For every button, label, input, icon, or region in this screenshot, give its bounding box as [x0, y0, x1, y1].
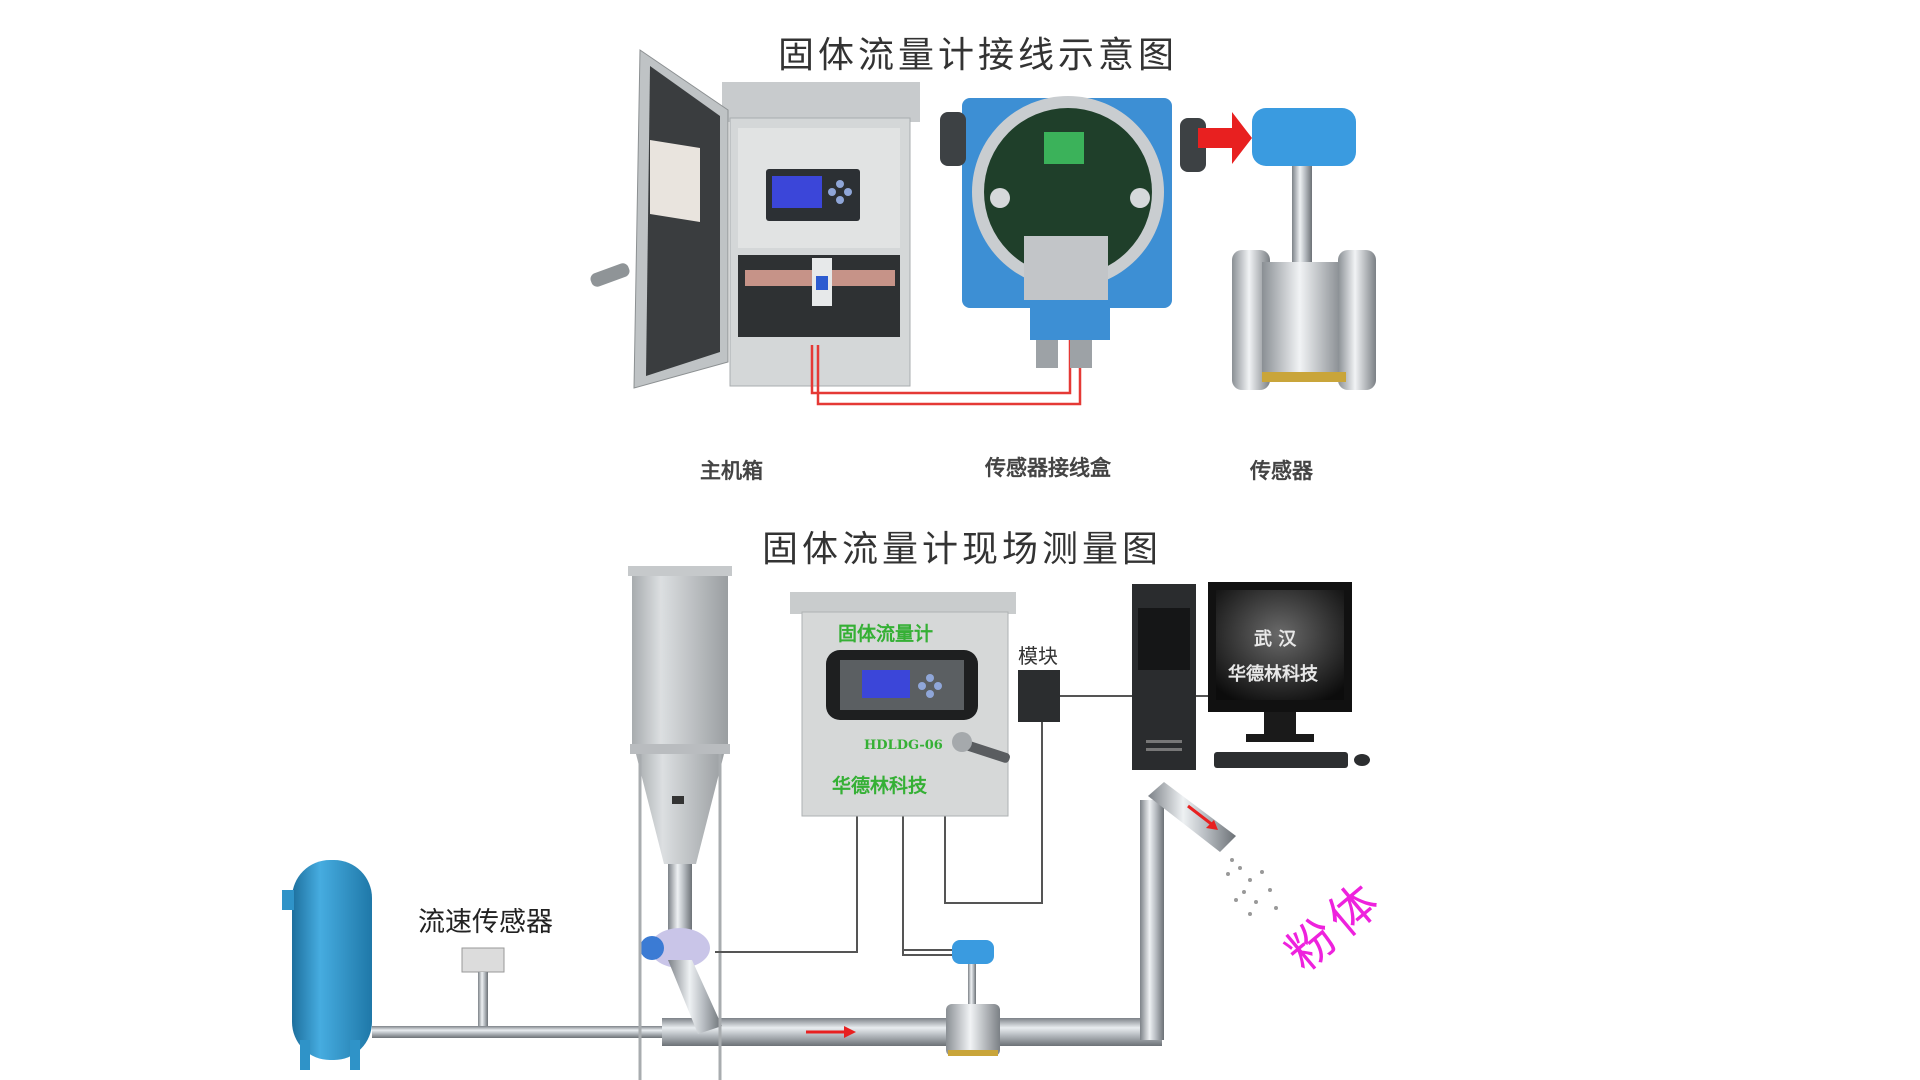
inline-flow-sensor [946, 940, 1000, 1056]
arrow-icon [1198, 112, 1252, 164]
top-diagram-title: 固体流量计接线示意图 [778, 35, 1179, 76]
module-label: 模块 [1018, 644, 1058, 668]
sensor-wire [902, 920, 952, 951]
main-cabinet-photo [590, 49, 920, 389]
cabinet-title: 固体流量计 [838, 622, 933, 645]
air-tank-photo [282, 860, 372, 1070]
velocity-sensor-photo [461, 947, 505, 1026]
monitor [1208, 582, 1370, 768]
sensor-photo [1232, 108, 1376, 390]
pc-tower [1132, 584, 1196, 770]
cabinet-model: HDLDG-06 [864, 738, 943, 753]
main-box-label: 主机箱 [700, 458, 763, 483]
flowmeter-cabinet [790, 592, 1016, 817]
powder-spray [1226, 858, 1278, 916]
monitor-line1: 武 汉 [1254, 629, 1297, 650]
module-device [1018, 670, 1060, 722]
junction-box-photo [940, 96, 1206, 368]
outlet-pipe [1148, 782, 1236, 852]
riser-pipe [1140, 800, 1164, 1040]
cabinet-wires [715, 695, 1228, 956]
bottom-diagram-title: 固体流量计现场测量图 [762, 529, 1163, 570]
cabinet-brand: 华德林科技 [832, 774, 928, 797]
air-pipe [372, 1026, 662, 1038]
junction-box-label: 传感器接线盒 [985, 455, 1111, 480]
conveying-pipe [662, 1018, 1162, 1046]
silo-photo [628, 566, 732, 1080]
sensor-label: 传感器 [1250, 458, 1313, 483]
monitor-line2: 华德林科技 [1228, 663, 1319, 685]
velocity-sensor-label: 流速传感器 [418, 907, 553, 938]
